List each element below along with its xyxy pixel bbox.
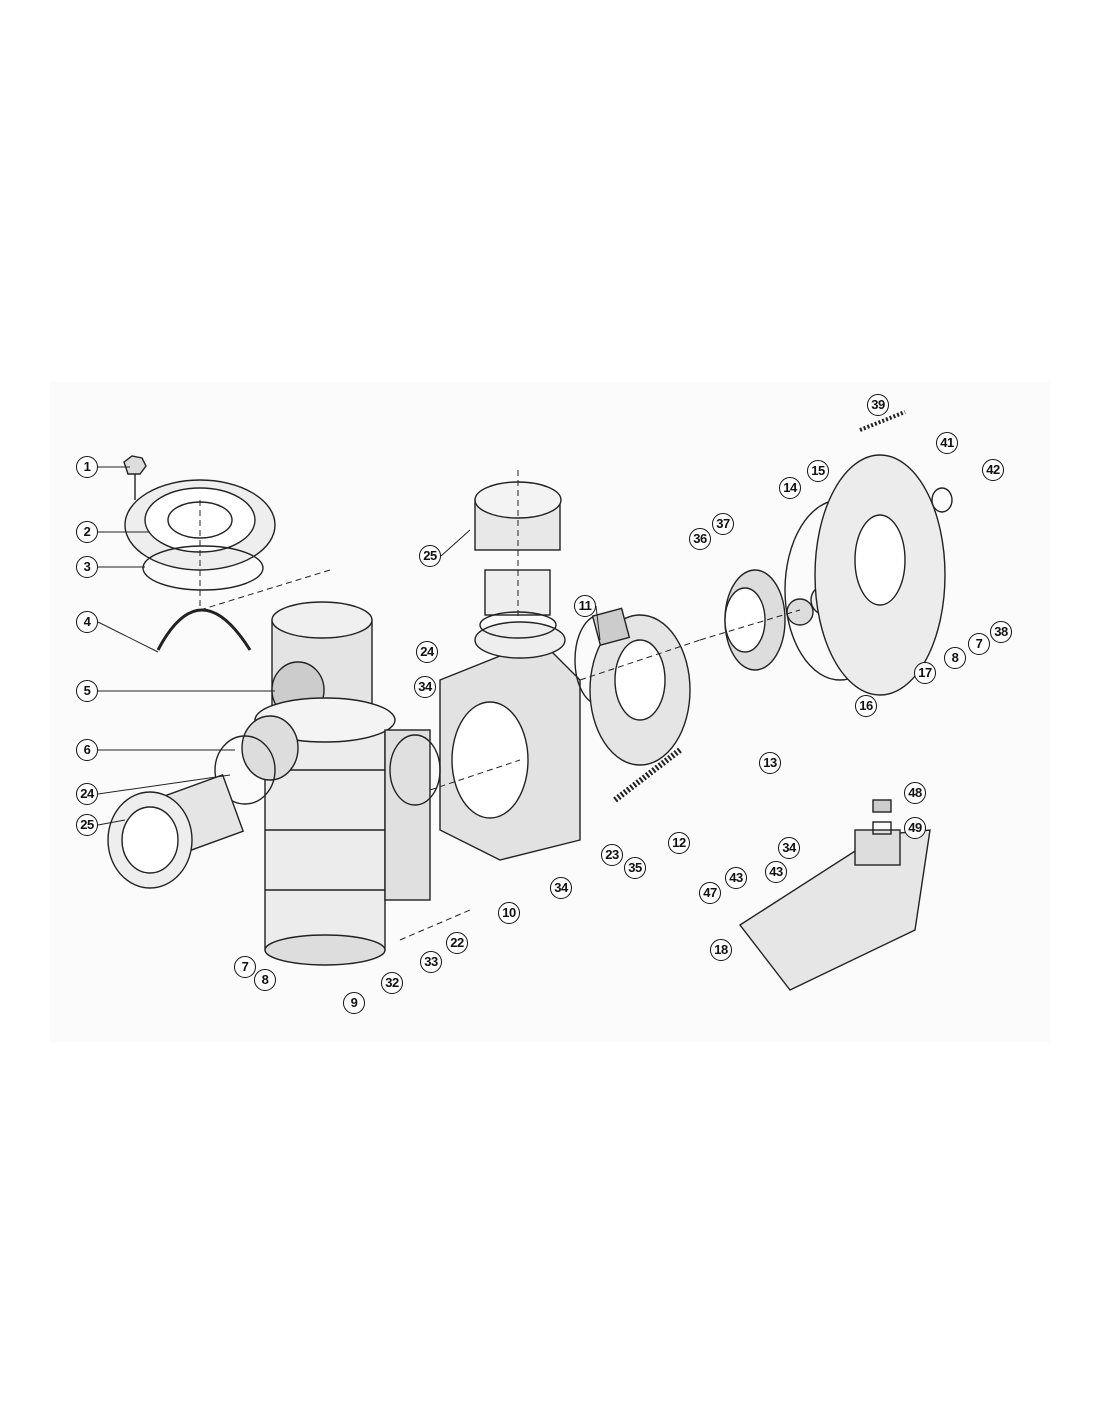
part-callout: 34 [550,877,572,899]
part-callout: 8 [944,647,966,669]
volute-body [389,621,581,861]
lid-o-ring [142,545,264,591]
mechanical-seal [786,598,814,626]
part-callout: 37 [712,513,734,535]
leader-line [97,819,126,826]
part-callout: 4 [76,611,98,633]
part-callout: 43 [725,867,747,889]
union-inlet [107,715,299,889]
part-callout: 2 [76,521,98,543]
dashed-assembly-lines [199,470,801,941]
leader-line [440,529,471,557]
part-callout: 49 [904,817,926,839]
leader-line [97,774,231,795]
part-callout: 35 [624,857,646,879]
part-callout: 14 [779,477,801,499]
part-callout: 34 [414,676,436,698]
part-callout: 43 [765,861,787,883]
part-callout: 11 [574,595,596,617]
part-callout: 15 [807,460,829,482]
basket-clip [156,608,252,651]
part-callout: 18 [710,939,732,961]
part-callout: 25 [419,545,441,567]
part-callout: 9 [343,992,365,1014]
part-callout: 25 [76,814,98,836]
part-callout: 10 [498,902,520,924]
washer [931,487,953,513]
part-callout: 1 [76,456,98,478]
part-callout: 7 [234,956,256,978]
part-callout: 24 [416,641,438,663]
part-callout: 42 [982,459,1004,481]
part-callout: 3 [76,556,98,578]
diffuser [589,607,691,766]
part-callout: 5 [76,680,98,702]
seal-plate [814,454,946,696]
motor-base [738,799,931,991]
part-callout: 39 [867,394,889,416]
part-callout: 8 [254,969,276,991]
part-callout: 33 [420,951,442,973]
part-callout: 24 [76,783,98,805]
leader-line [595,605,601,641]
part-callout: 47 [699,882,721,904]
flange-bolt [859,410,906,432]
part-callout: 34 [778,837,800,859]
part-callout: 12 [668,832,690,854]
part-callout: 36 [689,528,711,550]
part-callout: 17 [914,662,936,684]
leader-line [97,621,159,653]
part-callout: 38 [990,621,1012,643]
impeller [724,569,786,671]
part-callout: 22 [446,932,468,954]
part-callout: 48 [904,782,926,804]
part-callout: 32 [381,972,403,994]
part-callout: 6 [76,739,98,761]
lid-knob [123,455,147,500]
part-callout: 7 [968,633,990,655]
part-callout: 16 [855,695,877,717]
drain-screw [613,747,682,803]
part-callout: 23 [601,844,623,866]
part-callout: 41 [936,432,958,454]
part-callout: 13 [759,752,781,774]
